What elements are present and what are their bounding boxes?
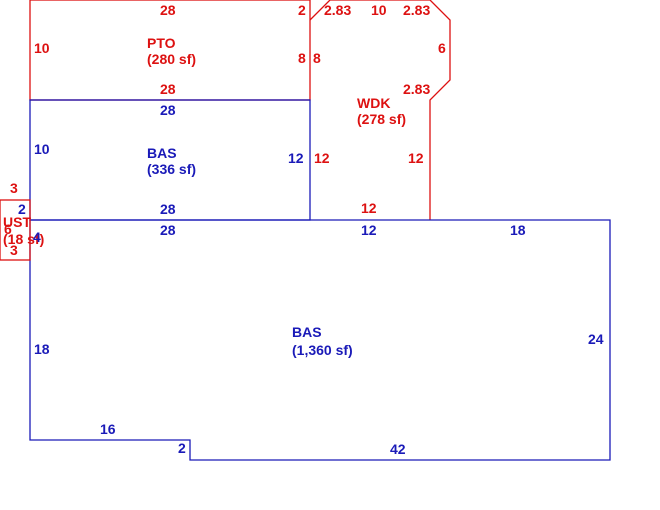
ust-code: UST	[3, 214, 31, 230]
wdk-area: (278 sf)	[357, 111, 406, 127]
dim-wdk-diag-left: 2.83	[324, 2, 351, 18]
dim-ust-top: 3	[10, 180, 18, 196]
dim-pto-top-right: 2	[298, 2, 306, 18]
dim-bas-upper-left: 10	[34, 141, 50, 157]
dim-ust-inner: 2	[18, 201, 26, 217]
dim-ust-right: 4	[33, 229, 41, 245]
dim-ust-bottom: 3	[10, 242, 18, 258]
dim-wdk-left: 8	[313, 50, 321, 66]
bas-main-outline	[29, 219, 611, 461]
dim-wdk-right: 6	[438, 40, 446, 56]
bas-upper-area: (336 sf)	[147, 161, 196, 177]
dim-bas-main-step: 2	[178, 440, 186, 456]
dim-bas-upper-top: 28	[160, 102, 176, 118]
dim-bas-upper-bottom: 28	[160, 201, 176, 217]
dim-bas-main-top-left: 28	[160, 222, 176, 238]
wdk-outline	[309, 0, 451, 220]
wdk-code: WDK	[357, 95, 390, 111]
dim-bas-main-left: 18	[34, 341, 50, 357]
dim-wdk-diag-right: 2.83	[403, 2, 430, 18]
pto-area: (280 sf)	[147, 51, 196, 67]
dim-pto-left: 10	[34, 40, 50, 56]
bas-upper-code: BAS	[147, 145, 177, 161]
pto-code: PTO	[147, 35, 176, 51]
bas-main-code: BAS	[292, 324, 322, 340]
dim-bas-main-bottom-left: 16	[100, 421, 116, 437]
dim-ust-left: 6	[4, 221, 12, 237]
dim-wdk-left-lower: 12	[314, 150, 330, 166]
dim-bas-main-top-mid: 12	[361, 222, 377, 238]
bas-main-area: (1,360 sf)	[292, 342, 353, 358]
ust-outline	[0, 199, 31, 261]
dim-bas-main-bottom: 42	[390, 441, 406, 457]
ust-area: (18 sf)	[3, 231, 44, 247]
dim-pto-top: 28	[160, 2, 176, 18]
dim-wdk-top: 10	[371, 2, 387, 18]
dim-wdk-right-lower: 12	[408, 150, 424, 166]
dim-pto-bottom: 28	[160, 81, 176, 97]
dim-wdk-bottom: 12	[361, 200, 377, 216]
dim-wdk-diag-lower: 2.83	[403, 81, 430, 97]
dim-bas-upper-right: 12	[288, 150, 304, 166]
dim-bas-main-right: 24	[588, 331, 604, 347]
dim-pto-right: 8	[298, 50, 306, 66]
dim-bas-main-top-right: 18	[510, 222, 526, 238]
